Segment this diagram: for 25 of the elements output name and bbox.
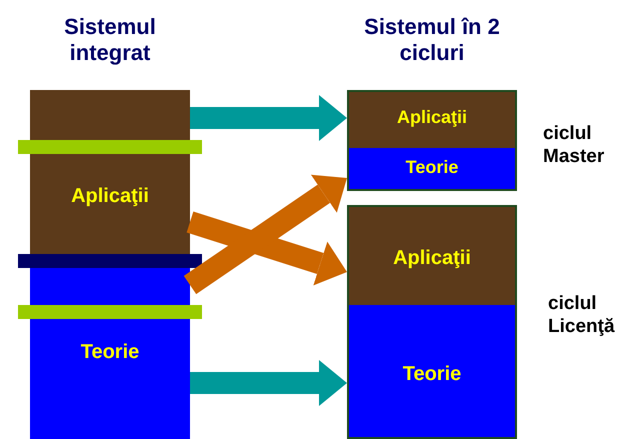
cycle-label: ciclul Licenţă [548, 292, 616, 338]
divider-bar [18, 305, 202, 319]
content-block [349, 148, 515, 189]
content-block [349, 92, 515, 148]
divider-bar [18, 140, 202, 154]
block-label: Aplicaţii [71, 185, 149, 209]
cycle-frame [347, 90, 517, 191]
block-label: Aplicaţii [393, 247, 471, 271]
block-arrow [184, 174, 347, 294]
block-label: Teorie [406, 157, 458, 179]
block-arrow [186, 212, 347, 286]
divider-bar [18, 254, 202, 268]
content-block [349, 305, 515, 437]
content-block [30, 90, 190, 254]
content-block [349, 207, 515, 305]
block-arrow [190, 360, 347, 406]
column-heading: Sistemul în 2 cicluri [363, 14, 501, 66]
content-block [30, 268, 190, 439]
cycle-frame [347, 205, 517, 439]
block-label: Aplicaţii [396, 107, 467, 129]
block-label: Teorie [402, 363, 462, 387]
block-arrow [190, 95, 347, 141]
cycle-label: ciclul Master [543, 122, 606, 168]
column-heading: Sistemul integrat [63, 14, 157, 66]
block-label: Teorie [80, 341, 140, 365]
